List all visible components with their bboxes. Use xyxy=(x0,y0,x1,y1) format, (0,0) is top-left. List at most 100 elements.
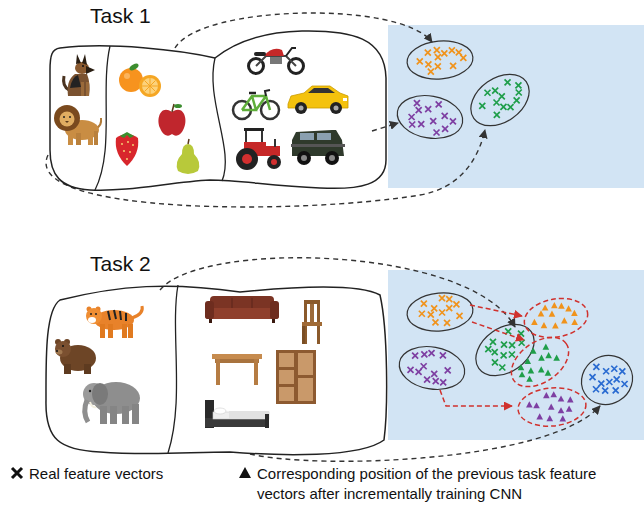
car-picture-part xyxy=(299,106,304,111)
strawberry-picture-part xyxy=(121,143,123,145)
mapping-arrow xyxy=(160,258,515,327)
feature-triangle xyxy=(566,406,573,412)
feature-cross xyxy=(449,47,455,53)
jeep-picture-part xyxy=(317,133,331,140)
drift-arrow xyxy=(440,390,512,406)
feature-cross xyxy=(613,387,619,393)
feature-cross xyxy=(450,63,456,69)
feature-cross xyxy=(505,79,511,85)
feature-cross xyxy=(412,353,418,359)
orange-picture-part xyxy=(128,62,139,71)
tiger-picture-part xyxy=(95,313,97,315)
dog-picture-part xyxy=(76,54,87,65)
elephant-picture-part xyxy=(100,406,107,424)
chair-picture-part xyxy=(302,322,322,326)
chair-picture-part xyxy=(310,304,314,322)
lion-picture-part xyxy=(54,105,80,131)
feature-cross xyxy=(424,377,430,383)
lion-picture-part xyxy=(68,132,73,145)
feature-cross xyxy=(453,301,459,307)
feature-cross xyxy=(514,97,520,103)
feature-cross xyxy=(516,90,522,96)
feature-cross xyxy=(450,118,456,124)
feature-cross xyxy=(446,305,452,311)
task-title: Task 1 xyxy=(90,4,151,28)
feature-cluster xyxy=(466,314,544,387)
feature-space-panel xyxy=(388,270,644,440)
elephant-picture-part xyxy=(89,390,91,392)
feature-cross xyxy=(499,93,505,99)
cluster-outline xyxy=(394,91,466,144)
jeep-picture-part xyxy=(291,144,345,147)
bear-picture-part xyxy=(56,350,63,355)
feature-triangle xyxy=(526,401,533,407)
dog-picture-part xyxy=(82,65,84,67)
task-outline xyxy=(44,4,390,196)
elephant-picture-part xyxy=(85,400,88,422)
feature-cross xyxy=(431,305,437,311)
elephant-picture-part xyxy=(90,402,96,407)
tractor-picture-part xyxy=(236,148,258,170)
jeep-picture-part xyxy=(301,155,307,161)
sofa-picture xyxy=(205,296,279,323)
elephant-picture-part xyxy=(132,404,139,424)
feature-cross xyxy=(434,130,440,136)
cluster-outline xyxy=(516,385,587,429)
feature-triangle xyxy=(518,364,525,370)
elephant-picture-part xyxy=(122,406,129,424)
feature-cross xyxy=(421,301,427,307)
feature-triangle xyxy=(558,407,565,413)
sofa-picture-part xyxy=(270,301,279,319)
feature-cluster xyxy=(396,342,468,395)
feature-cluster xyxy=(394,91,466,144)
feature-cross xyxy=(425,61,431,67)
bed-picture-part xyxy=(229,411,269,419)
tiger-picture xyxy=(86,306,142,338)
shelf-picture-part xyxy=(276,350,316,404)
sofa-picture-part xyxy=(210,296,274,310)
feature-cross xyxy=(509,352,515,358)
feature-cross xyxy=(435,63,441,69)
tiger-picture-part xyxy=(108,310,126,321)
feature-cross xyxy=(409,114,415,120)
class-divider xyxy=(168,285,178,453)
feature-cross xyxy=(429,350,435,356)
apple-picture-part xyxy=(174,104,182,108)
bed-picture xyxy=(205,400,269,428)
feature-cross xyxy=(509,342,515,348)
strawberry-picture xyxy=(116,132,139,166)
feature-cross xyxy=(614,376,620,382)
feature-cross xyxy=(441,50,447,56)
cluster-outline xyxy=(466,314,544,387)
feature-cross xyxy=(428,69,434,75)
bear-picture xyxy=(55,339,96,374)
orange-picture-part xyxy=(142,78,158,94)
lion-picture-part xyxy=(63,116,65,118)
feature-triangle xyxy=(558,395,565,401)
feature-triangle xyxy=(542,304,549,310)
shelf-picture-part xyxy=(279,370,294,384)
apple-picture-part xyxy=(159,110,186,136)
tiger-picture-part xyxy=(88,317,96,323)
bear-picture-part xyxy=(84,364,91,374)
feature-triangle xyxy=(533,402,540,408)
cluster-outline xyxy=(502,327,577,396)
feature-cross xyxy=(421,351,427,357)
feature-triangle xyxy=(552,322,559,328)
table-picture-part xyxy=(254,359,258,385)
strawberry-picture-part xyxy=(127,141,129,143)
lion-picture-part xyxy=(76,133,81,145)
mapping-arrow xyxy=(46,130,485,207)
elephant-picture xyxy=(83,382,140,424)
feature-clusters xyxy=(394,38,642,429)
feature-cross xyxy=(442,126,448,132)
chair-picture xyxy=(302,300,322,344)
feature-cross xyxy=(439,295,445,301)
feature-cross xyxy=(611,366,617,372)
feature-cross xyxy=(518,331,524,337)
legend-symbol xyxy=(238,466,252,480)
feature-cross xyxy=(622,381,628,387)
tiger-picture-part xyxy=(100,324,105,338)
feature-cross xyxy=(431,371,437,377)
